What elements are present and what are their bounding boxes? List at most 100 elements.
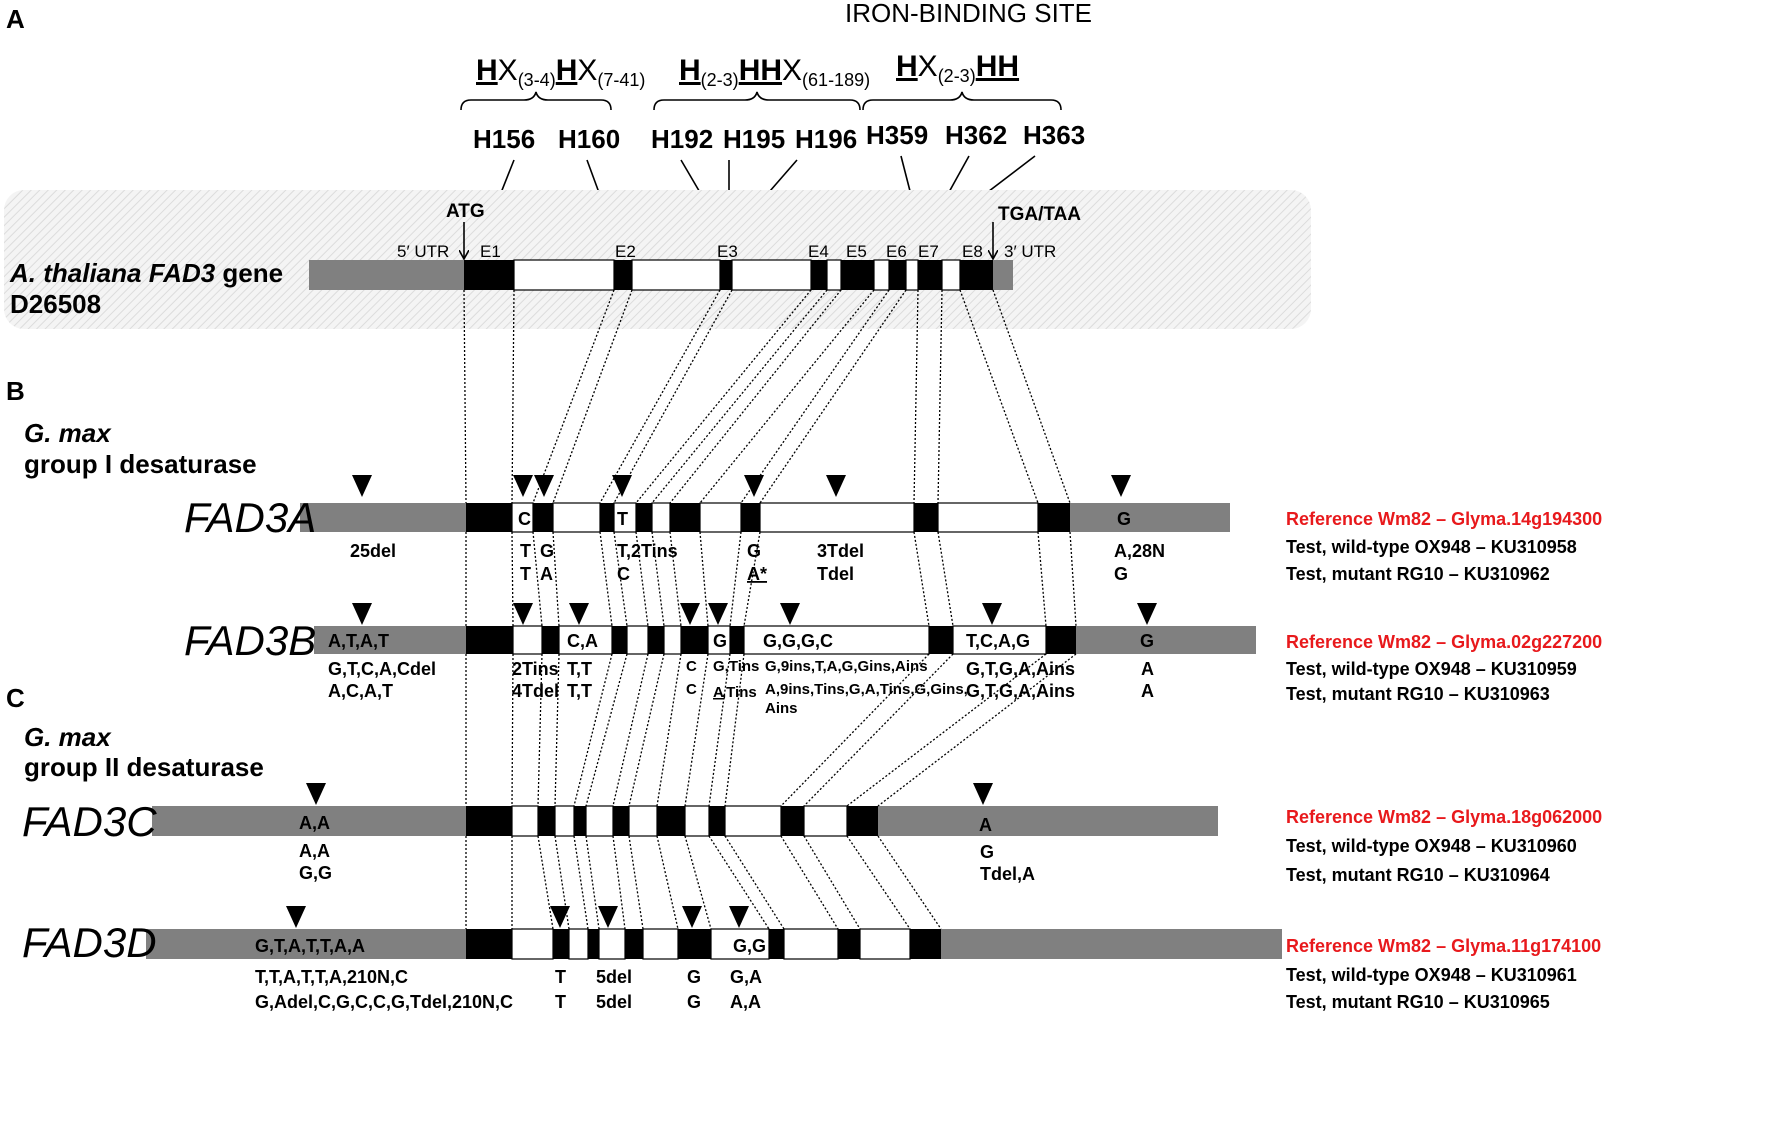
variant-marker xyxy=(982,603,1002,625)
exon-link-line xyxy=(656,835,679,930)
intron-segment xyxy=(513,259,615,291)
fad3b-reference-variants: A,T,A,T C,A T G G,G,G,C T,C,A,G G xyxy=(328,631,1154,651)
exon-links-at-a xyxy=(463,289,1071,504)
exon-link-line xyxy=(635,289,812,504)
exon-segment xyxy=(648,626,664,654)
utr-segment xyxy=(314,626,466,654)
intron-segment xyxy=(626,625,649,655)
svg-text:G: G xyxy=(1140,631,1154,651)
exon-link-line xyxy=(651,289,828,504)
exon-segment xyxy=(741,503,760,532)
variant-marker xyxy=(513,475,533,497)
svg-text:G,T,C,A,Cdel: G,T,C,A,Cdel xyxy=(328,659,436,679)
svg-text:Test, wild-type OX948 – KU3109: Test, wild-type OX948 – KU310958 xyxy=(1286,537,1577,557)
variant-marker xyxy=(598,906,618,928)
svg-text:A: A xyxy=(540,509,553,529)
variant-marker xyxy=(352,475,372,497)
svg-text:Test, mutant RG10 – KU310962: Test, mutant RG10 – KU310962 xyxy=(1286,564,1550,584)
svg-text:T: T xyxy=(520,564,531,584)
svg-text:T,C,A,G: T,C,A,G xyxy=(966,631,1030,651)
exon-segment xyxy=(960,260,993,290)
panel-label-a: A xyxy=(6,4,25,34)
variant-marker xyxy=(1137,603,1157,625)
variant-marker xyxy=(729,906,749,928)
svg-text:A: A xyxy=(555,936,568,956)
exon-link-line xyxy=(780,835,839,930)
svg-text:Tdel,A: Tdel,A xyxy=(980,864,1035,884)
svg-text:A,C,A,T: A,C,A,T xyxy=(328,681,393,701)
svg-text:Reference Wm82 – Glyma.02g2272: Reference Wm82 – Glyma.02g227200 xyxy=(1286,632,1602,652)
exon-segment xyxy=(466,929,512,959)
utr-segment xyxy=(941,929,1282,959)
svg-text:A: A xyxy=(1141,659,1154,679)
exon-segment xyxy=(538,806,555,836)
svg-text:E8: E8 xyxy=(962,242,983,261)
fad3a-wildtype-variants: 25del T G T,2Tins G 3Tdel A,28N xyxy=(350,541,1165,561)
svg-text:A: A xyxy=(687,936,700,956)
svg-text:G: G xyxy=(1114,564,1128,584)
svg-text:G: G xyxy=(1117,509,1131,529)
iron-binding-title: IRON-BINDING SITE xyxy=(845,0,1092,28)
utr-segment xyxy=(152,806,466,836)
svg-text:3Tdel: 3Tdel xyxy=(817,541,864,561)
svg-text:C: C xyxy=(686,681,697,698)
svg-text:A,28N: A,28N xyxy=(1114,541,1165,561)
variant-markers-a xyxy=(352,475,1131,497)
gene-track-d xyxy=(146,928,1282,960)
motif-1: HX(3-4)HX(7-41) xyxy=(476,54,645,90)
fad3a-reference-variants: C A T G G xyxy=(518,509,1131,529)
intron-segment xyxy=(511,805,539,837)
exon-segment xyxy=(466,806,512,836)
exon-segment xyxy=(681,626,708,654)
exon-link-line xyxy=(803,653,954,807)
svg-text:Ains: Ains xyxy=(765,700,798,717)
intron-segment xyxy=(710,928,770,960)
variant-markers-c xyxy=(306,783,993,805)
exon-segment xyxy=(929,626,953,654)
intron-segment xyxy=(511,928,554,960)
exon-segment xyxy=(614,260,632,290)
intron-segment xyxy=(731,259,812,291)
exon-link-line xyxy=(628,653,665,807)
variant-marker xyxy=(973,783,993,805)
gene-name-fad3c: FAD3C xyxy=(22,798,157,845)
gene-name-fad3a: FAD3A xyxy=(184,494,316,541)
exon-link-line xyxy=(552,289,633,504)
exon-link-line xyxy=(684,653,709,807)
exon-segment xyxy=(553,929,569,959)
fad3a-accessions: Reference Wm82 – Glyma.14g194300 Test, w… xyxy=(1286,509,1602,584)
exon-link-line xyxy=(729,531,742,627)
gene-track-at xyxy=(309,259,1013,291)
exon-segment xyxy=(838,929,860,959)
residue-h156: H156 xyxy=(473,124,535,154)
svg-text:E7: E7 xyxy=(918,242,939,261)
utr-segment xyxy=(993,260,1013,290)
group2-species: G. max xyxy=(24,722,112,752)
svg-text:G,G: G,G xyxy=(299,863,332,883)
svg-text:E4: E4 xyxy=(808,242,829,261)
svg-text:,Tins: ,Tins xyxy=(722,684,757,701)
gene-name-fad3b: FAD3B xyxy=(184,617,316,664)
svg-text:A: A xyxy=(713,684,724,701)
brace-motif-1 xyxy=(460,91,612,111)
svg-text:A,A: A,A xyxy=(730,992,761,1012)
variant-markers-d xyxy=(286,906,749,928)
exon-segment xyxy=(1038,503,1070,532)
residue-h362: H362 xyxy=(945,120,1007,150)
svg-text:C: C xyxy=(617,564,630,584)
exon-segment xyxy=(918,260,942,290)
exon-link-line xyxy=(585,835,600,930)
arabidopsis-exon-labels: E1 E2 E3 E4 E5 E6 E7 E8 xyxy=(480,242,983,261)
exon-link-line xyxy=(656,653,682,807)
svg-text:G: G xyxy=(747,541,761,561)
gene-track-a xyxy=(300,502,1230,533)
svg-text:Reference Wm82 – Glyma.18g0620: Reference Wm82 – Glyma.18g062000 xyxy=(1286,807,1602,827)
svg-text:Reference Wm82 – Glyma.11g1741: Reference Wm82 – Glyma.11g174100 xyxy=(1286,936,1601,956)
intron-segment xyxy=(552,502,601,533)
arabidopsis-accession: D26508 xyxy=(10,289,101,319)
exon-link-line xyxy=(585,653,628,807)
exon-link-line xyxy=(877,835,942,930)
svg-text:G,G: G,G xyxy=(733,936,766,956)
svg-text:5del: 5del xyxy=(596,967,632,987)
